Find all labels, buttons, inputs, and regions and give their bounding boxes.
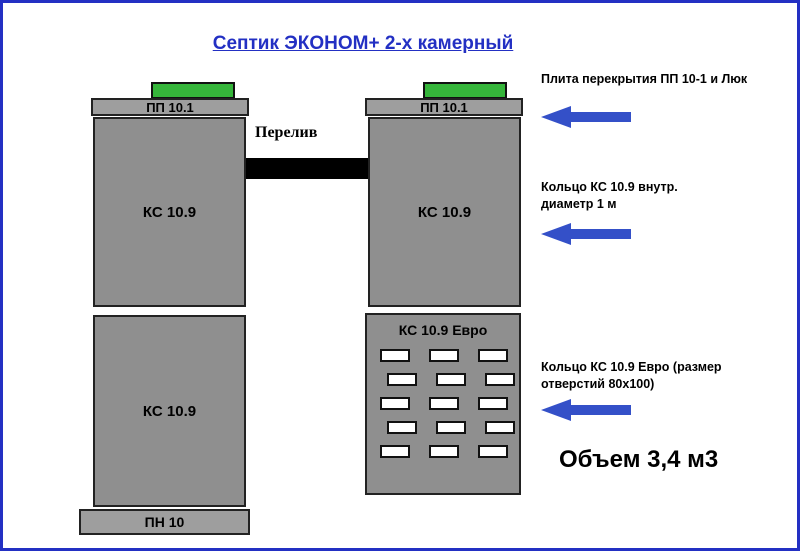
left-arrow-icon xyxy=(541,223,633,245)
left-ring-1: КС 10.9 xyxy=(93,117,246,307)
right-hatch-cover-icon xyxy=(423,82,507,99)
right-euro-ring: КС 10.9 Евро xyxy=(365,313,521,495)
overflow-pipe xyxy=(246,158,368,179)
arrow-head-icon xyxy=(541,106,571,128)
left-arrow-icon xyxy=(541,399,633,421)
left-ring-2-label: КС 10.9 xyxy=(142,402,197,420)
euro-ring-hole xyxy=(429,445,459,458)
euro-ring-hole xyxy=(429,397,459,410)
euro-ring-hole xyxy=(429,349,459,362)
euro-ring-hole xyxy=(380,445,410,458)
annotation-euro-ring: Кольцо КС 10.9 Евро (размер отверстий 80… xyxy=(541,360,722,391)
euro-ring-hole-row xyxy=(387,373,519,386)
annotation-cover-plate: Плита перекрытия ПП 10-1 и Люк xyxy=(541,72,748,86)
euro-ring-hole-row xyxy=(387,421,519,434)
euro-ring-hole xyxy=(380,397,410,410)
arrow-shaft xyxy=(569,112,631,122)
right-top-plate-label: ПП 10.1 xyxy=(420,99,468,115)
euro-ring-hole xyxy=(387,421,417,434)
arrow-head-icon xyxy=(541,223,571,245)
arrow-head-icon xyxy=(541,399,571,421)
euro-ring-hole xyxy=(485,421,515,434)
right-euro-ring-label: КС 10.9 Евро xyxy=(398,322,488,338)
euro-ring-hole xyxy=(387,373,417,386)
euro-ring-holes xyxy=(367,349,519,458)
left-bottom-plate-label: ПН 10 xyxy=(144,514,185,530)
right-top-plate: ПП 10.1 xyxy=(365,98,523,116)
left-top-plate-label: ПП 10.1 xyxy=(146,99,194,115)
left-top-plate: ПП 10.1 xyxy=(91,98,249,116)
left-ring-2: КС 10.9 xyxy=(93,315,246,507)
left-ring-1-label: КС 10.9 xyxy=(142,203,197,221)
arrow-shaft xyxy=(569,405,631,415)
left-bottom-plate: ПН 10 xyxy=(79,509,250,535)
left-arrow-icon xyxy=(541,106,633,128)
diagram-title: Септик ЭКОНОМ+ 2-х камерный xyxy=(212,33,514,54)
right-ring-1: КС 10.9 xyxy=(368,117,521,307)
arrow-shaft xyxy=(569,229,631,239)
euro-ring-hole xyxy=(478,349,508,362)
euro-ring-hole xyxy=(436,421,466,434)
volume-label: Объем 3,4 м3 xyxy=(559,446,719,473)
euro-ring-hole-row xyxy=(380,349,519,362)
euro-ring-hole xyxy=(478,397,508,410)
euro-ring-hole-row xyxy=(380,445,519,458)
overflow-label: Перелив xyxy=(255,124,318,141)
euro-ring-hole xyxy=(380,349,410,362)
right-ring-1-label: КС 10.9 xyxy=(417,203,472,221)
euro-ring-hole-row xyxy=(380,397,519,410)
annotation-ring: Кольцо КС 10.9 внутр. диаметр 1 м xyxy=(541,180,678,211)
euro-ring-hole xyxy=(485,373,515,386)
left-hatch-cover-icon xyxy=(151,82,235,99)
euro-ring-hole xyxy=(478,445,508,458)
euro-ring-hole xyxy=(436,373,466,386)
